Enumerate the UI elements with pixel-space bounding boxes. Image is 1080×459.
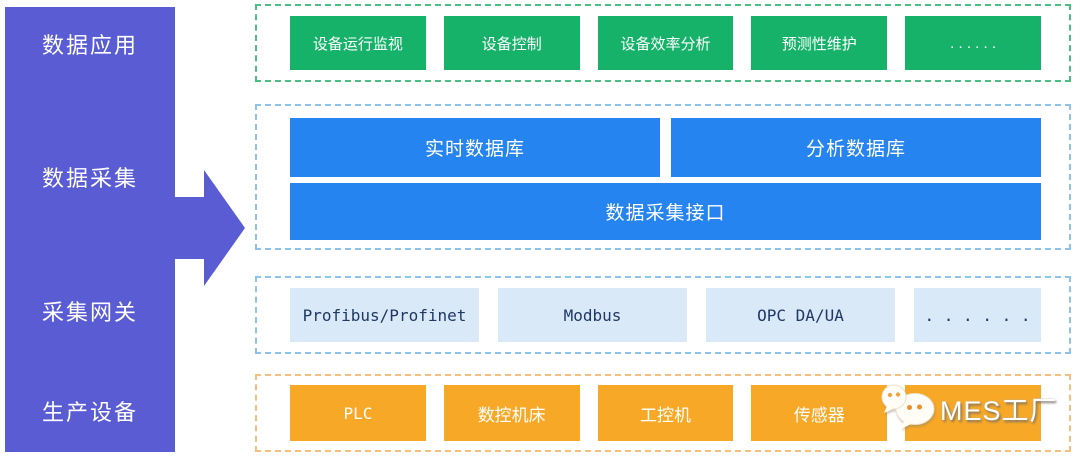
app-box-efficiency: 设备效率分析 [597, 16, 734, 70]
device-box-blank [905, 385, 1041, 441]
protocol-box-modbus: Modbus [498, 288, 687, 342]
layer-label-gateway: 采集网关 [41, 300, 138, 325]
protocol-box-ellipsis: . . . . . . [914, 288, 1041, 342]
app-box-predictive: 预测性维护 [751, 16, 888, 70]
device-box-ipc: 工控机 [597, 385, 734, 441]
gateway-layer-panel: Profibus/Profinet Modbus OPC DA/UA . . .… [255, 276, 1071, 354]
database-row: 实时数据库 分析数据库 [290, 118, 1041, 177]
device-layer-panel: PLC 数控机床 工控机 传感器 [255, 374, 1071, 452]
layer-label-production-device: 生产设备 [41, 400, 138, 425]
flow-arrow-icon [175, 170, 245, 286]
device-box-sensor: 传感器 [751, 385, 888, 441]
data-collection-layer-panel: 实时数据库 分析数据库 数据采集接口 [255, 104, 1071, 250]
app-box-control: 设备控制 [443, 16, 580, 70]
collection-interface-box: 数据采集接口 [290, 183, 1041, 240]
app-box-monitoring: 设备运行监视 [290, 16, 426, 70]
app-box-ellipsis: . . . . . . [905, 16, 1041, 70]
analysis-database-box: 分析数据库 [671, 118, 1041, 177]
application-layer-panel: 设备运行监视 设备控制 设备效率分析 预测性维护 . . . . . . [255, 4, 1071, 82]
layer-label-data-collection: 数据采集 [41, 166, 138, 191]
protocol-box-profibus: Profibus/Profinet [290, 288, 479, 342]
device-box-cnc: 数控机床 [443, 385, 580, 441]
layer-label-data-application: 数据应用 [41, 33, 138, 58]
layer-sidebar: 数据应用 数据采集 采集网关 生产设备 [5, 7, 175, 452]
realtime-database-box: 实时数据库 [290, 118, 660, 177]
device-box-plc: PLC [290, 385, 426, 441]
protocol-box-opc: OPC DA/UA [706, 288, 895, 342]
